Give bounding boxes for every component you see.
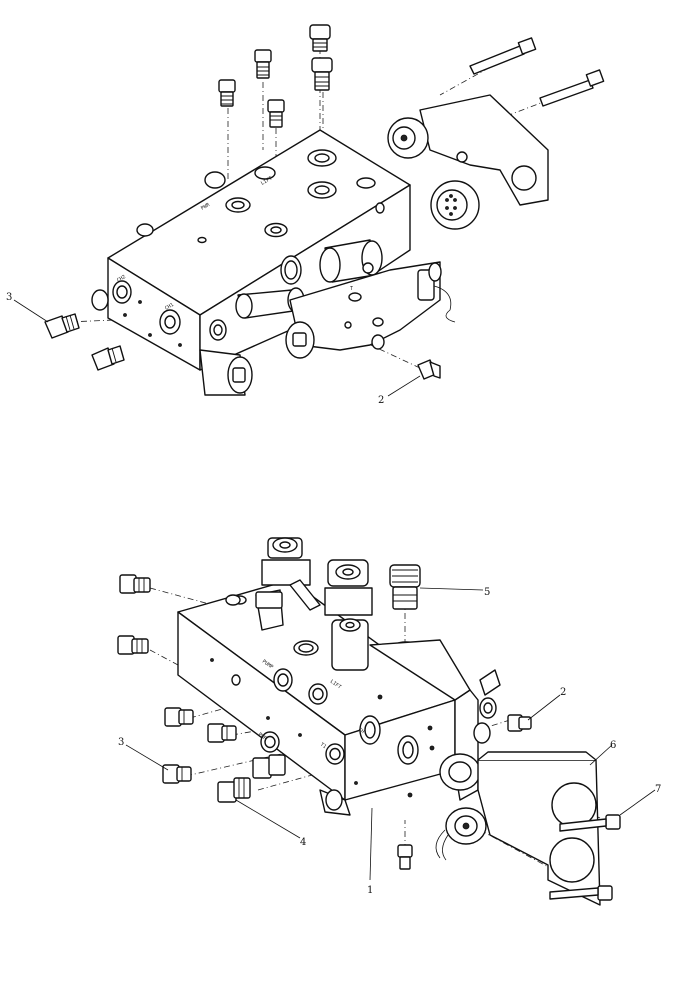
fitting <box>267 99 285 128</box>
solenoid-valve <box>261 537 321 611</box>
bottom-port-label: T1 <box>319 742 327 750</box>
valve-side <box>473 669 501 744</box>
mounting-bracket <box>419 94 549 206</box>
fitting-2 <box>417 359 441 380</box>
bolt <box>549 885 613 901</box>
fitting-3 <box>162 764 192 784</box>
bottom-callout-5: 5 <box>484 587 490 598</box>
solenoid-coil <box>387 117 429 159</box>
top-assembly: 3 2 CH2 CH1 LIFT PWR T <box>6 24 605 406</box>
fitting <box>254 49 272 79</box>
top-callout-2: 2 <box>378 395 384 406</box>
fitting <box>164 707 194 727</box>
solenoid-valve <box>324 559 373 616</box>
manifold-block <box>177 579 456 801</box>
bottom-assembly: 5 2 6 7 3 4 1 PUMP LIFT PWR T1 CH <box>117 537 661 906</box>
solenoid-valve <box>319 239 383 283</box>
bottom-callout-4: 4 <box>300 837 306 848</box>
top-callout-3: 3 <box>6 292 12 303</box>
bolt <box>539 69 605 107</box>
bottom-callout-7: 7 <box>655 784 661 795</box>
solenoid-coil <box>435 753 487 861</box>
bolt <box>469 37 537 75</box>
fitting-4 <box>217 754 286 803</box>
bottom-port-label: PUMP <box>261 659 274 671</box>
fitting <box>119 574 151 594</box>
fitting <box>117 635 149 655</box>
fitting-3 <box>44 313 80 339</box>
top-port-label: LIFT <box>260 176 273 187</box>
fitting <box>309 24 331 52</box>
bottom-port-label: LIFT <box>329 679 342 691</box>
cartridge-valve <box>235 287 305 319</box>
solenoid-valve <box>331 618 369 671</box>
mounting-bracket-6 <box>477 751 601 906</box>
fitting <box>207 723 237 743</box>
lower-fittings <box>319 789 413 870</box>
cartridge-valve <box>225 589 284 631</box>
lower-cartridge <box>91 171 385 396</box>
pressure-sensor <box>430 180 480 230</box>
bottom-port-label: PWR <box>257 732 269 743</box>
bottom-callout-3: 3 <box>118 737 124 748</box>
bottom-port-label: CH <box>357 727 365 735</box>
bottom-callout-6: 6 <box>610 740 616 751</box>
bottom-callout-1: 1 <box>367 885 373 896</box>
fitting <box>311 57 333 91</box>
top-port-label: CH2 <box>116 274 127 284</box>
fitting <box>91 345 125 371</box>
fitting-5 <box>389 564 421 610</box>
top-port-label: T <box>350 286 353 292</box>
bolt-7 <box>559 814 621 832</box>
fitting-2 <box>507 714 532 732</box>
bottom-callout-2: 2 <box>560 687 566 698</box>
fitting <box>218 79 236 107</box>
top-port-label: PWR <box>200 202 212 212</box>
top-port-label: CH1 <box>164 302 175 312</box>
